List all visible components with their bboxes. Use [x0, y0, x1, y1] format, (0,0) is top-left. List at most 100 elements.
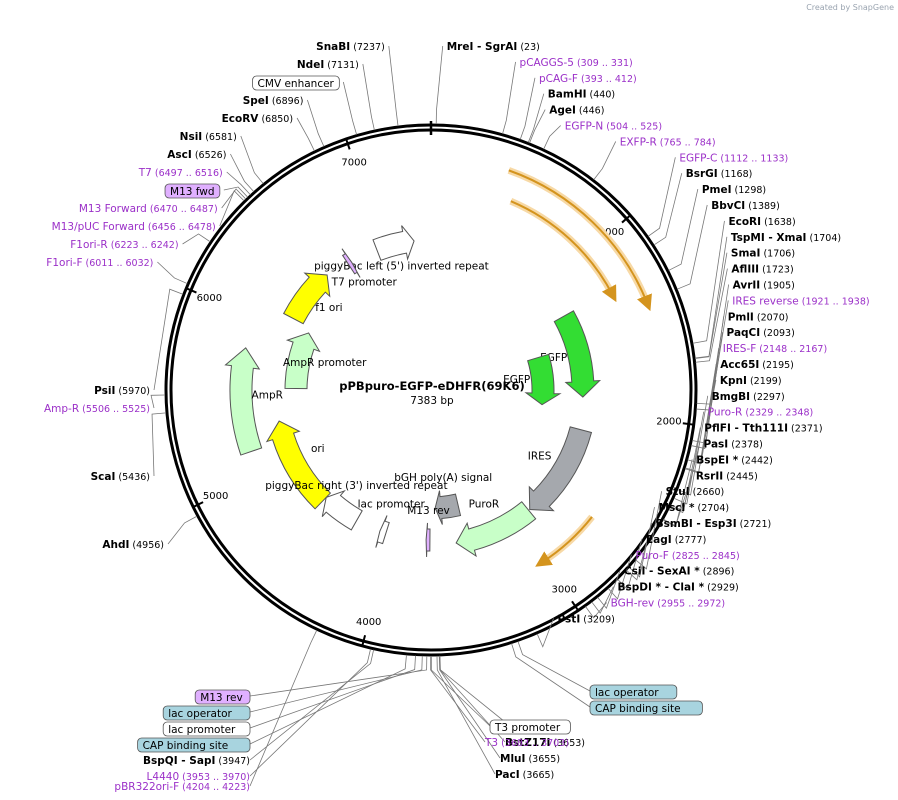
feature-tag: lac operator: [162, 705, 251, 721]
leader-line: [593, 141, 617, 180]
primer-site-label: L4440 (3953 .. 3970): [147, 771, 250, 783]
enzyme-site-label: SpeI (6896): [243, 95, 304, 107]
feature-arrow: [375, 515, 390, 548]
site-label-text: F1ori-F (6011 .. 6032): [46, 257, 153, 269]
site-label-text: BmgBI (2297): [712, 391, 785, 403]
leader-line: [677, 395, 709, 496]
site-label-text: AvrII (1905): [733, 280, 795, 292]
feature-arrow: [425, 522, 431, 557]
feature-tag-box: [489, 719, 571, 735]
tick-mark: [345, 139, 351, 150]
site-label-text: BspQI - SapI (3947): [143, 755, 250, 767]
leader-line: [430, 655, 486, 743]
site-label-text: IRES reverse (1921 .. 1938): [732, 295, 869, 307]
tick-label: 7000: [341, 158, 366, 169]
leader-line: [517, 641, 591, 692]
primer-site-label: Puro-F (2825 .. 2845): [635, 550, 739, 562]
tick-mark: [682, 422, 693, 426]
leader-line: [543, 125, 561, 150]
site-label-text: Puro-F (2825 .. 2845): [635, 550, 739, 562]
enzyme-site-label: BstZ17I (3653): [505, 737, 585, 749]
feature-arrow: [283, 272, 331, 325]
leader-line: [226, 171, 251, 195]
site-label-text: KpnI (2199): [720, 375, 782, 387]
leader-line: [388, 45, 399, 127]
primer-site-label: EGFP-C (1112 .. 1133): [679, 152, 788, 164]
feature-arrow: [224, 347, 263, 456]
feature-tag: CAP binding site: [589, 700, 703, 716]
leader-line: [691, 332, 723, 449]
feature-tag-text: T3 promoter: [494, 722, 561, 734]
leader-line: [430, 655, 491, 727]
site-label-text: L4440 (3953 .. 3970): [147, 771, 250, 783]
feature-tag-text: CAP binding site: [143, 740, 229, 752]
feature-label: piggyBac right (3') inverted repeat: [265, 480, 447, 492]
leader-line: [435, 45, 444, 125]
leader-line: [249, 655, 416, 729]
primer-site-label: M13/pUC Forward (6456 .. 6478): [52, 221, 216, 233]
leader-line: [647, 157, 676, 237]
enzyme-site-label: PmeI (1298): [702, 184, 766, 196]
leader-line: [151, 412, 167, 477]
feature-tag-box: [252, 75, 340, 91]
feature-label: T7 promoter: [331, 277, 398, 289]
site-label-text: MluI (3655): [500, 753, 560, 765]
feature-label: PuroR: [469, 499, 500, 511]
site-label-text: M13/pUC Forward (6456 .. 6478): [52, 221, 216, 233]
site-label-text: MscI * (2704): [659, 502, 730, 514]
feature-arrow: [372, 225, 415, 262]
leader-line: [511, 643, 591, 708]
feature-tag: M13 rev: [194, 689, 251, 705]
leader-line: [519, 77, 536, 140]
feature-label: bGH poly(A) signal: [394, 472, 492, 484]
feature-arrow: [321, 489, 363, 531]
enzyme-site-label: SmaI (1706): [731, 248, 795, 260]
leader-line: [597, 570, 621, 610]
primer-site-label: BGH-rev (2955 .. 2972): [611, 598, 725, 610]
orf-arc-glow: [539, 514, 595, 566]
feature-label: lac promoter: [358, 498, 426, 510]
primer-site-label: IRES-F (2148 .. 2167): [723, 343, 827, 355]
leader-line: [362, 63, 375, 131]
feature-tag-box: [589, 684, 678, 700]
leader-line: [695, 268, 728, 363]
leader-line: [249, 648, 371, 777]
enzyme-site-label: KpnI (2199): [720, 375, 782, 387]
plasmid-name: pPBpuro-EGFP-eDHFR(69K6): [339, 379, 524, 393]
leader-line: [150, 394, 166, 409]
feature-arrow: [524, 353, 562, 406]
site-label-text: BspEI * (2442): [696, 454, 773, 466]
leader-line: [223, 186, 249, 198]
primer-site-label: F1ori-R (6223 .. 6242): [70, 239, 178, 251]
leader-line: [240, 135, 264, 184]
enzyme-site-label: BmgBI (2297): [712, 391, 785, 403]
site-label-text: Acc65I (2195): [720, 359, 794, 371]
feature-label: AmpR: [252, 390, 283, 402]
leader-line: [653, 173, 683, 246]
site-label-text: CsiI - SexAI * (2896): [624, 566, 734, 578]
site-label-text: NsiI (6581): [180, 131, 237, 143]
leader-line: [626, 522, 653, 581]
site-label-text: PaqCI (2093): [727, 327, 795, 339]
primer-site-label: T3 (3683 .. 3703): [484, 737, 569, 749]
feature-tag-text: lac promoter: [168, 724, 236, 736]
leader-line: [585, 602, 607, 619]
feature-arrow: [455, 501, 537, 558]
orf-arcs: [507, 167, 652, 567]
leader-line: [219, 190, 245, 227]
feature-tag: lac operator: [589, 684, 678, 700]
feature-arrow: [553, 310, 602, 398]
leader-line: [529, 109, 546, 144]
enzyme-site-label: BspQI - SapI (3947): [143, 755, 250, 767]
leader-line: [502, 61, 516, 134]
feature-arrow: [284, 332, 321, 390]
enzyme-site-label: StuI (2660): [666, 486, 725, 498]
enzyme-site-label: PflFI - Tth111I (2371): [704, 423, 822, 435]
leader-line: [662, 475, 693, 528]
site-label-text: IRES-F (2148 .. 2167): [723, 343, 827, 355]
feature-tag-text: CAP binding site: [595, 703, 681, 715]
leader-line: [307, 99, 325, 147]
feature-tag-box: [589, 700, 703, 716]
leader-line: [221, 188, 247, 209]
feature-tag-text: lac operator: [168, 708, 232, 720]
